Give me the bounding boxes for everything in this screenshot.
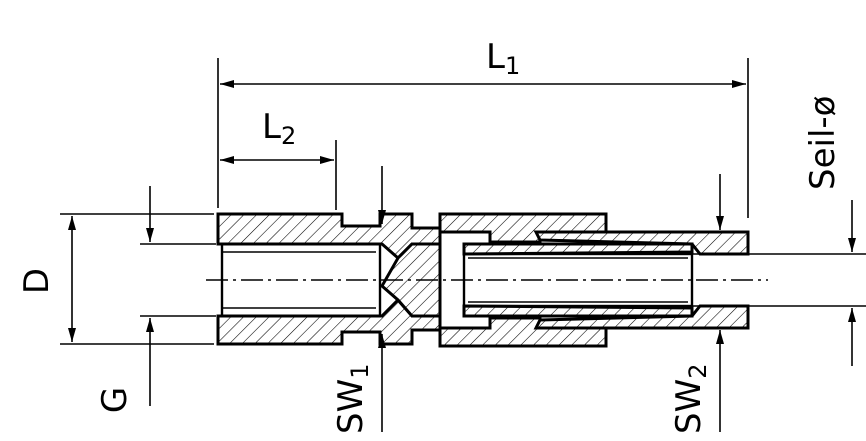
sleeve-upper <box>438 212 608 244</box>
upper-wall-left <box>216 212 442 261</box>
sw1-label-main: SW <box>331 379 371 434</box>
sw1-label-sub: 1 <box>346 364 374 379</box>
sw1-label: SW1 <box>331 364 374 434</box>
g-label: G <box>95 387 135 413</box>
wedge-lower <box>462 304 694 318</box>
l1-label: L1 <box>486 37 520 80</box>
dimension-seil <box>748 200 866 366</box>
l2-label-main: L <box>262 107 281 147</box>
dimension-g <box>140 186 216 406</box>
dimension-d <box>60 213 214 345</box>
sw2-label-main: SW <box>669 379 709 434</box>
dimension-l2 <box>220 140 337 210</box>
l1-label-main: L <box>486 37 505 77</box>
part-section <box>216 212 750 348</box>
l2-label: L2 <box>262 107 296 150</box>
sw2-label-sub: 2 <box>684 364 712 379</box>
d-label: D <box>17 268 57 294</box>
seil-label: Seil-ø <box>803 96 843 190</box>
wedge-upper <box>462 242 694 256</box>
sw2-label: SW2 <box>669 364 712 434</box>
l1-label-sub: 1 <box>505 52 520 80</box>
dimension-l1 <box>217 58 749 218</box>
l2-label-sub: 2 <box>281 122 296 150</box>
